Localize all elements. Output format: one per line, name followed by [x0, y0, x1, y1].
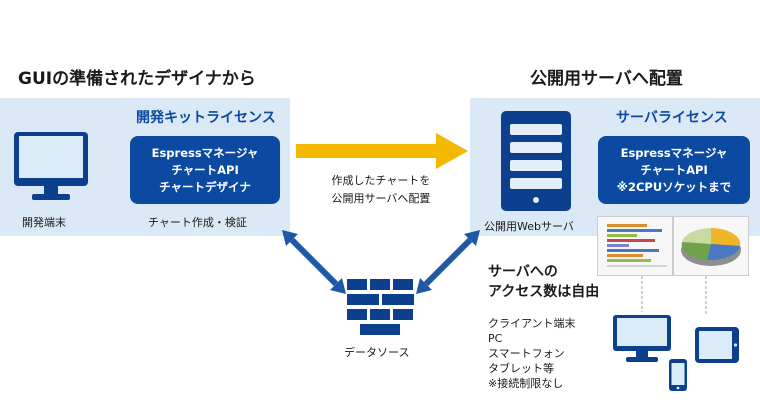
kit-item: チャートAPI [171, 162, 239, 177]
dev-kit-box: Espressマネージャ チャートAPI チャートデザイナ [130, 136, 280, 204]
datasource-label: データソース [344, 346, 410, 359]
connector-lines [641, 276, 707, 316]
clients-list: クライアント端末 PC スマートフォン タブレット等 ※接続制限なし [488, 316, 576, 391]
server-item: ※2CPUソケットまで [616, 179, 732, 194]
left-heading: GUIの準備されたデザイナから [18, 69, 256, 89]
right-heading: 公開用サーバへ配置 [530, 69, 683, 89]
task-label: チャート作成・検証 [148, 216, 247, 229]
monitor-icon [14, 132, 88, 200]
kit-item: Espressマネージャ [151, 145, 259, 160]
clients-title: クライアント端末 [488, 317, 576, 330]
arrow-caption-line: 作成したチャートを [331, 174, 431, 187]
arrow-caption-line: 公開用サーバへ配置 [331, 192, 431, 205]
server-item: チャートAPI [640, 162, 708, 177]
clients-note: ※接続制限なし [488, 377, 564, 390]
database-icon [347, 279, 414, 335]
deploy-arrow [296, 133, 468, 169]
smartphone-icon [669, 359, 687, 391]
server-icon [501, 111, 571, 211]
server-label: 公開用Webサーバ [484, 220, 574, 233]
access-line: アクセス数は自由 [488, 284, 600, 300]
access-line: サーバへの [488, 264, 558, 280]
terminal-label: 開発端末 [22, 216, 66, 229]
tablet-icon [695, 327, 739, 363]
client-item: スマートフォン [488, 347, 565, 360]
server-item: Espressマネージャ [620, 145, 728, 160]
kit-item: チャートデザイナ [159, 179, 251, 194]
access-note: サーバへの アクセス数は自由 [488, 262, 599, 302]
arrow-caption: 作成したチャートを 公開用サーバへ配置 [316, 172, 446, 208]
server-license-title: サーバライセンス [616, 110, 728, 126]
datasource-arrows [282, 230, 480, 294]
client-item: PC [488, 332, 503, 345]
dev-kit-title: 開発キットライセンス [136, 110, 276, 126]
server-license-box: Espressマネージャ チャートAPI ※2CPUソケットまで [598, 136, 750, 204]
chart-thumbnail [597, 216, 749, 276]
client-item: タブレット等 [488, 362, 554, 375]
desktop-pc-icon [613, 315, 671, 362]
